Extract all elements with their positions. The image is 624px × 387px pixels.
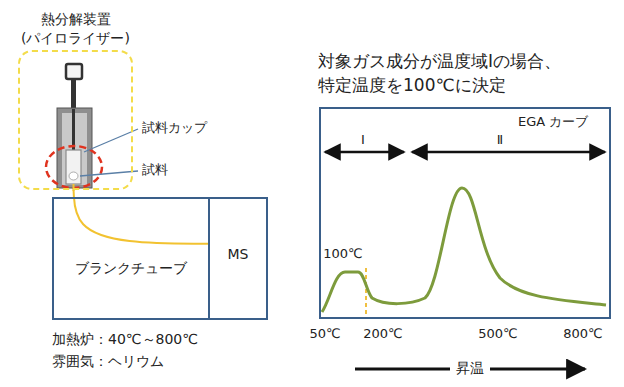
temperature-label: 100℃ (323, 246, 362, 263)
axis-label: 800℃ (563, 326, 602, 343)
axis-label: 500℃ (478, 326, 517, 343)
blank-tube-box: ブランクチューブ (52, 197, 208, 320)
range-label: Ⅱ (497, 132, 503, 149)
condition-note: 加熱炉：40℃～800℃ (52, 330, 198, 348)
ms-box: MS (208, 197, 268, 320)
box-label: ブランクチューブ (75, 259, 187, 278)
cup-rod (72, 109, 75, 150)
box-label: MS (228, 245, 249, 264)
range-arrow (325, 151, 404, 154)
axis-label: 200℃ (363, 326, 402, 343)
curve-name: EGA カーブ (518, 114, 588, 131)
part-label: 試料 (142, 162, 168, 179)
device-heading: 熱分解装置 (パイロライザー) (1, 10, 151, 48)
ega-curve (322, 188, 606, 312)
axis-label: 50℃ (309, 326, 340, 343)
leader-line (80, 171, 138, 176)
pyrolyzer-rod (71, 79, 76, 109)
heating-label: 昇温 (450, 359, 490, 377)
temperature-marker (365, 268, 367, 314)
chart-frame (320, 108, 610, 318)
sample-cup (66, 150, 81, 184)
leader-line (84, 129, 138, 152)
pyrolyzer-handle (66, 64, 82, 79)
sample (69, 172, 78, 180)
range-label: Ⅰ (361, 132, 365, 149)
part-label: 試料カップ (142, 120, 207, 137)
range-arrow (412, 151, 605, 154)
condition-note: 雰囲気：ヘリウム (52, 352, 164, 370)
chart-heading: 対象ガス成分が温度域Ⅰの場合、 特定温度を100℃に決定 (318, 50, 610, 98)
highlight-ellipse (46, 146, 102, 188)
pyrolyzer-box: 熱分解装置 (パイロライザー) (18, 50, 133, 190)
